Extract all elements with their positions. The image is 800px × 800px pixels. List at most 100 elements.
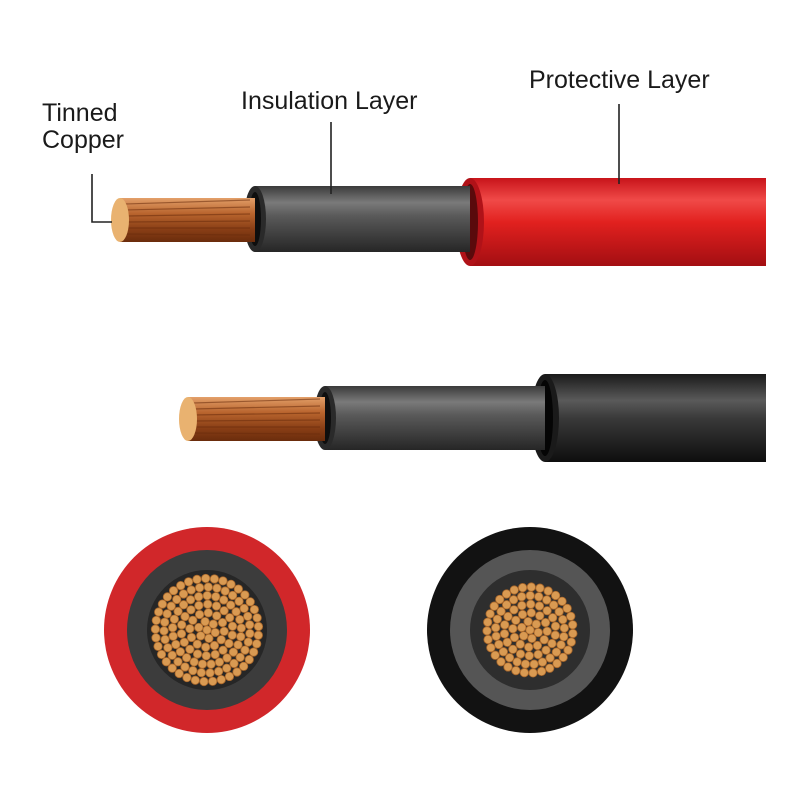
copper-strand (525, 590, 535, 601)
black-protective-layer (531, 374, 766, 462)
copper-strand (557, 596, 567, 606)
copper-strand (508, 624, 518, 634)
copper-strand (209, 640, 220, 651)
copper-strand (163, 643, 173, 653)
copper-strand (194, 592, 204, 602)
black-copper-conductor (179, 397, 325, 441)
copper-strand (249, 604, 259, 615)
copper-strand (160, 617, 170, 627)
copper-strand (180, 611, 190, 622)
copper-strand (227, 630, 237, 640)
copper-strand (233, 584, 243, 594)
copper-strand (558, 614, 568, 625)
copper-strand (542, 595, 552, 605)
copper-strand (519, 631, 529, 641)
cable-black (179, 374, 766, 462)
copper-strand (172, 594, 182, 605)
copper-strand (482, 626, 492, 636)
copper-strand (490, 650, 500, 660)
copper-strand (176, 581, 186, 591)
cross-section-black (427, 527, 633, 733)
copper-strand (245, 597, 255, 607)
copper-strand (232, 667, 242, 677)
copper-strand (171, 639, 181, 650)
copper-strand (543, 586, 553, 596)
copper-strand (188, 666, 198, 676)
copper-strand (212, 583, 222, 593)
copper-strand (526, 582, 536, 592)
copper-strand (212, 611, 222, 621)
copper-strand (517, 622, 527, 633)
copper-strand (201, 651, 211, 661)
copper-strand (234, 596, 244, 606)
copper-strand (194, 609, 205, 620)
copper-strands (482, 582, 578, 678)
copper-strand (202, 625, 212, 635)
copper-strand (179, 637, 189, 647)
copper-strand (177, 620, 187, 630)
tinned-copper-label-line1: Tinned (42, 99, 118, 127)
copper-strand (529, 659, 539, 669)
cable-red (111, 178, 766, 266)
copper-strand (527, 633, 537, 643)
copper-strand (539, 635, 549, 645)
copper-strand (515, 649, 526, 659)
copper-strand (556, 640, 566, 650)
copper-strand (216, 635, 226, 645)
copper-strand (501, 589, 512, 599)
copper-strand (156, 649, 167, 660)
copper-strand (211, 592, 221, 602)
copper-strand (528, 668, 538, 678)
copper-strand (240, 590, 250, 600)
copper-strand (214, 657, 225, 667)
copper-strand (154, 607, 164, 617)
copper-strand (568, 620, 578, 630)
copper-strand (228, 647, 238, 657)
copper-strand (196, 668, 206, 678)
copper-strand (491, 631, 501, 641)
copper-strand (205, 668, 215, 678)
copper-strand (188, 615, 198, 625)
copper-strand (500, 620, 510, 630)
copper-strand (524, 651, 534, 661)
copper-strand (502, 637, 512, 647)
copper-strand (192, 574, 202, 584)
copper-strand (204, 633, 214, 643)
copper-strand (512, 657, 522, 667)
copper-strand (489, 601, 499, 611)
copper-strand (252, 613, 262, 623)
copper-strand (524, 642, 534, 652)
copper-strand (517, 609, 528, 620)
copper-strand (554, 607, 564, 617)
copper-strand (520, 659, 531, 669)
copper-strand (209, 574, 220, 584)
cross-section-red (104, 527, 310, 733)
copper-strand (157, 599, 167, 609)
copper-strand (189, 657, 199, 667)
copper-strand (210, 649, 220, 660)
copper-strand (551, 647, 561, 657)
copper-strand (541, 645, 551, 655)
copper-strand (511, 615, 521, 625)
copper-strand (494, 639, 504, 650)
copper-strand (219, 626, 229, 636)
copper-strand (168, 631, 178, 641)
copper-strand (235, 652, 245, 662)
copper-strand (195, 583, 205, 593)
copper-strand (219, 606, 229, 616)
copper-strand (226, 600, 236, 610)
copper-strand (566, 637, 576, 647)
copper-strand (225, 613, 235, 623)
copper-strand (194, 622, 204, 633)
copper-strand (228, 590, 238, 601)
copper-strand (509, 632, 520, 643)
tinned-copper-leader (91, 174, 112, 223)
copper-strand (517, 592, 527, 602)
copper-strand (229, 658, 239, 669)
copper-strand (559, 632, 569, 642)
copper-strand (151, 615, 161, 626)
copper-strand (496, 606, 506, 616)
copper-strand (186, 585, 196, 595)
copper-strand (235, 614, 245, 625)
